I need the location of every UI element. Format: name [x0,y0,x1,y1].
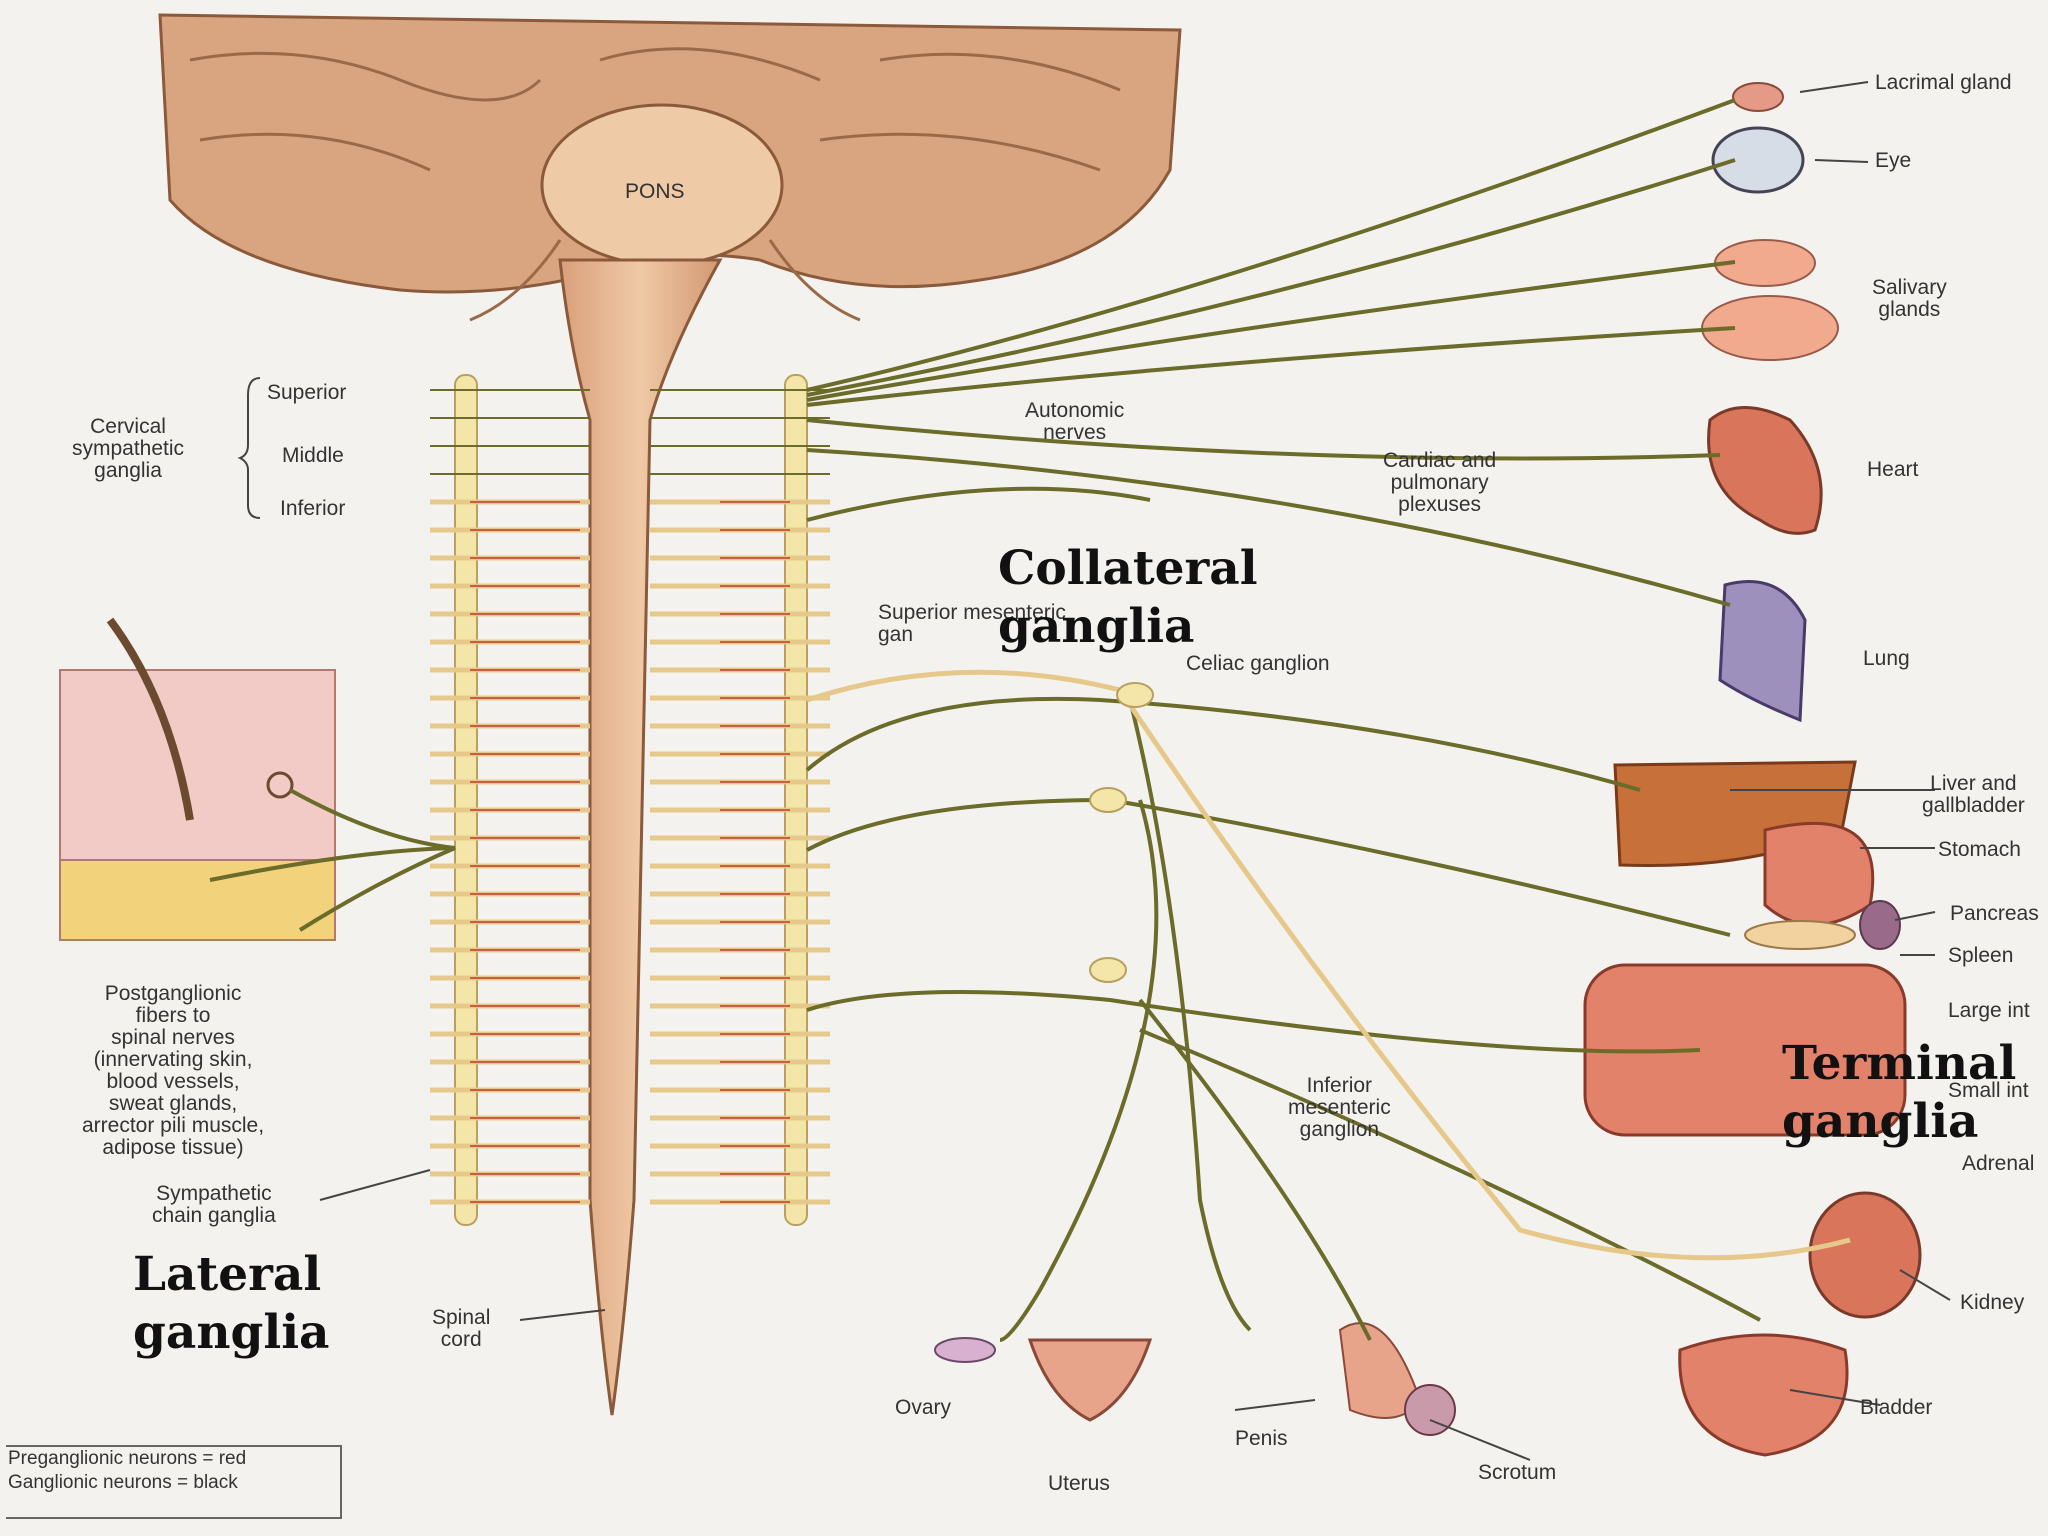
pancreas-label: Pancreas [1950,902,2039,925]
adrenal-label: Adrenal [1962,1152,2035,1175]
celiac-ganglion-label: Celiac ganglion [1186,652,1330,675]
postganglionic-fibers [209,788,456,932]
collateral-ganglia-shapes [1089,682,1154,983]
cardiac-plexus-label: Cardiac and pulmonary plexuses [1383,449,1497,516]
inferior-label: Inferior [280,497,346,520]
organs [934,82,1922,1457]
preganglionic-fibers [806,669,1851,1261]
legend-ganglionic: Ganglionic neurons = black [8,1472,238,1493]
collateral-ganglia-annotation: Collateral ganglia [998,541,1258,654]
lateral-ganglia-annotation: Lateral ganglia [133,1247,330,1360]
ovary-label: Ovary [895,1396,952,1419]
lacrimal-gland-label: Lacrimal gland [1875,71,2012,94]
pons-label: PONS [625,180,685,203]
liver-gallbladder-label: Liver and gallbladder [1922,772,2025,817]
penis-label: Penis [1235,1427,1288,1450]
bladder-label: Bladder [1860,1396,1933,1419]
small-intestine-label: Small int [1948,1079,2029,1102]
skin-block [59,617,336,941]
cervical-brace [237,377,261,519]
heart-label: Heart [1867,458,1919,481]
spinal-cord-label: Spinal cord [432,1306,491,1351]
leader-lines [319,81,1951,1461]
superior-label: Superior [267,381,347,404]
salivary-glands-label: Salivary glands [1872,276,1947,321]
legend-preganglionic: Preganglionic neurons = red [8,1448,247,1469]
stomach-label: Stomach [1938,838,2021,861]
cervical-ganglia-label: Cervical sympathetic ganglia [72,415,185,482]
spleen-label: Spleen [1948,944,2014,967]
terminal-ganglia-annotation: Terminal ganglia [1782,1036,2017,1149]
large-intestine-label: Large int [1948,999,2030,1022]
uterus-label: Uterus [1048,1472,1110,1495]
scrotum-label: Scrotum [1478,1461,1557,1484]
autonomic-nerves-label: Autonomic nerves [1025,399,1125,444]
kidney-label: Kidney [1960,1291,2025,1314]
postganglionic-label: Postganglionic fibers to spinal nerves (… [82,982,265,1159]
brain [158,13,1182,322]
sympathetic-chain-label: Sympathetic chain ganglia [152,1182,276,1227]
spinal-nerve-rungs [430,389,830,1205]
inferior-mesenteric-label: Inferior mesenteric ganglion [1288,1074,1391,1141]
superior-mesenteric-label: Superior mesenteric gan [878,601,1066,646]
legend: Preganglionic neurons = red Ganglionic n… [6,1445,342,1519]
middle-label: Middle [282,444,344,467]
autonomic-nerves [805,98,1761,1342]
lung-label: Lung [1863,647,1910,670]
eye-label: Eye [1875,149,1912,172]
